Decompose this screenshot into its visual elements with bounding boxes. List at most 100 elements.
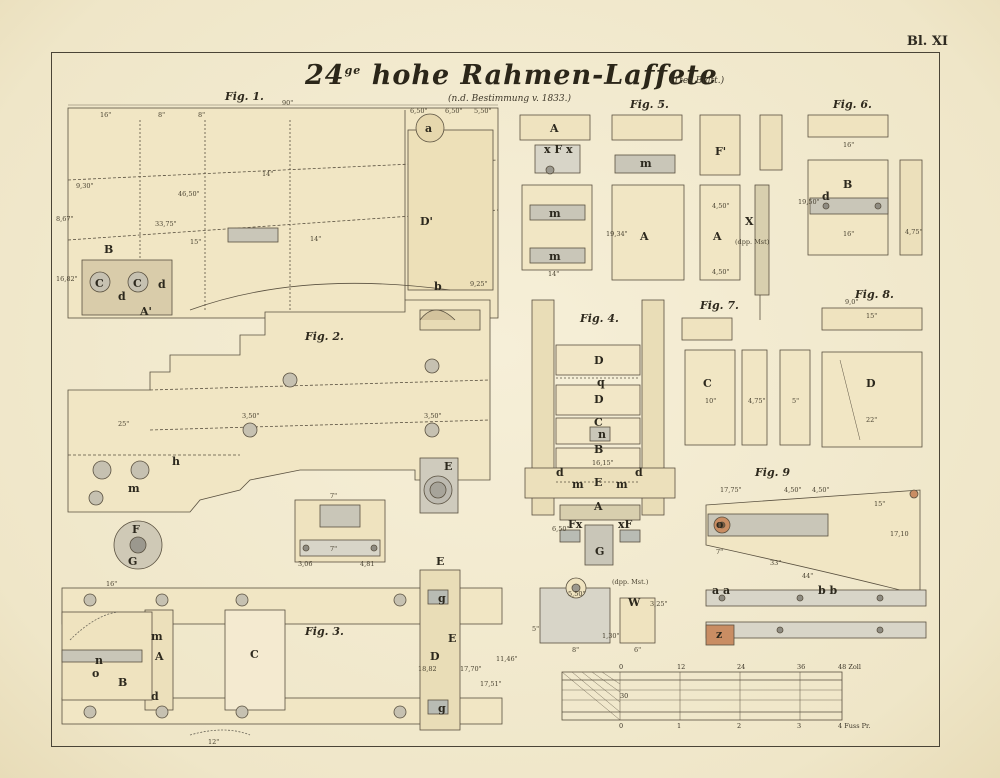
part-label: a a [712, 584, 731, 597]
part-label: D [594, 354, 604, 367]
part-label: b b [818, 584, 838, 597]
plate-title: 24ge hohe Rahmen-Laffete [305, 60, 718, 91]
part-label: E [444, 460, 453, 473]
dim-label: 4,81 [360, 560, 375, 568]
part-label: G [128, 555, 138, 568]
scale-top-tick: 0 [619, 663, 624, 671]
dim-label: 25" [118, 420, 130, 428]
fig8-label: Fig. 8. [855, 288, 894, 301]
part-label: C [703, 377, 712, 390]
part-label: g [438, 702, 446, 715]
part-label: C [250, 648, 259, 661]
plate-number: Bl. XI [906, 34, 948, 49]
dim-label: 4,75" [905, 228, 923, 236]
part-label: g [438, 592, 446, 605]
dim-label: 18,82 [418, 665, 437, 673]
plate-subtitle: (n.d. Bestimmung v. 1833.) [448, 94, 572, 104]
dim-label: 15" [190, 238, 202, 246]
part-label: n [95, 654, 103, 667]
dim-label: 16" [843, 230, 855, 238]
dim-label: 16" [843, 141, 855, 149]
dim-label: 19,50" [798, 198, 820, 206]
part-label: D [430, 650, 440, 663]
dim-label: 19,34" [606, 230, 628, 238]
part-label: x F x [544, 143, 573, 156]
dim-label: 17,70" [460, 665, 482, 673]
dim-label: 4,75" [748, 397, 766, 405]
dim-label: 33,75" [155, 220, 177, 228]
part-label: d [158, 278, 166, 291]
part-label: D [594, 393, 604, 406]
part-label: B [843, 178, 853, 191]
part-label: m [549, 207, 561, 220]
sheet-note: (1tes Blatt.) [670, 76, 725, 86]
part-label: m [572, 478, 584, 491]
dim-label: 3,25" [650, 600, 668, 608]
dim-label: 9,0" [845, 298, 859, 306]
scale-top-tick: 48 Zoll [838, 663, 861, 671]
dim-label: 6,50" [552, 525, 570, 533]
dim-label: 90" [282, 99, 294, 107]
dim-label: 16" [106, 580, 118, 588]
part-label: m [616, 478, 628, 491]
fig2-drawing [67, 299, 491, 570]
part-label: C [133, 277, 142, 290]
dim-label: 22" [866, 416, 878, 424]
part-label: D [866, 377, 876, 390]
part-label: A [550, 122, 559, 135]
dim-label: 3,50" [242, 412, 260, 420]
fig9-label: Fig. 9 [755, 466, 790, 479]
part-label: W [628, 596, 641, 609]
fig1-label: Fig. 1. [225, 90, 264, 103]
dim-label: 44" [802, 572, 814, 580]
fig3-label: Fig. 3. [305, 625, 344, 638]
fig1-drawing [67, 104, 499, 319]
part-label: d [151, 690, 159, 703]
dim-label: 8,67" [56, 215, 74, 223]
scale-top-tick: 12 [677, 663, 686, 671]
part-label: n [598, 428, 606, 441]
part-label: A [594, 500, 603, 513]
fig7-drawing [681, 317, 811, 446]
dim-label: 46,50" [178, 190, 200, 198]
fig5-label: Fig. 5. [630, 98, 669, 111]
part-label: B [118, 676, 128, 689]
scale-top-tick: 24 [737, 663, 746, 671]
dim-label: 1,30" [602, 632, 620, 640]
dim-label: 14" [310, 235, 322, 243]
part-label: E [594, 476, 603, 489]
part-label: D' [420, 215, 433, 228]
part-label: A [640, 230, 649, 243]
fig2-label: Fig. 2. [305, 330, 344, 343]
dim-label: 9,30" [76, 182, 94, 190]
dim-label: 4,50" [712, 202, 730, 210]
fig5-drawing [519, 114, 783, 320]
dim-label: 17,10 [890, 530, 909, 538]
fig7-label: Fig. 7. [700, 299, 739, 312]
fig6-label: Fig. 6. [833, 98, 872, 111]
part-label: z [716, 628, 723, 641]
part-label: Fx [568, 518, 583, 531]
dim-label: 6" [634, 646, 642, 654]
scale-bottom-tick: 0 [619, 722, 624, 730]
dim-label: 33" [770, 559, 782, 567]
scale-bottom-tick: 2 [737, 722, 742, 730]
dim-label: 9,25" [470, 280, 488, 288]
bracket-detail [294, 499, 386, 563]
part-label: A' [140, 305, 152, 318]
dim-label: 5" [532, 625, 540, 633]
title-caliber: 24 [305, 60, 345, 91]
part-label: d [822, 190, 830, 203]
fig4-drawing [524, 299, 676, 566]
scale-bottom-tick: 3 [797, 722, 802, 730]
dim-label: 15" [874, 500, 886, 508]
dim-label: 8" [572, 646, 580, 654]
dim-label: 12" [208, 738, 220, 746]
dim-label: 4,50" [784, 486, 802, 494]
part-label: E [448, 632, 457, 645]
scale-bottom-tick: 4 Fuss Pr. [838, 722, 871, 730]
bearing-detail [539, 577, 656, 644]
part-label: m [640, 157, 652, 170]
part-label: E [436, 555, 445, 568]
dim-label: 7" [716, 548, 724, 556]
